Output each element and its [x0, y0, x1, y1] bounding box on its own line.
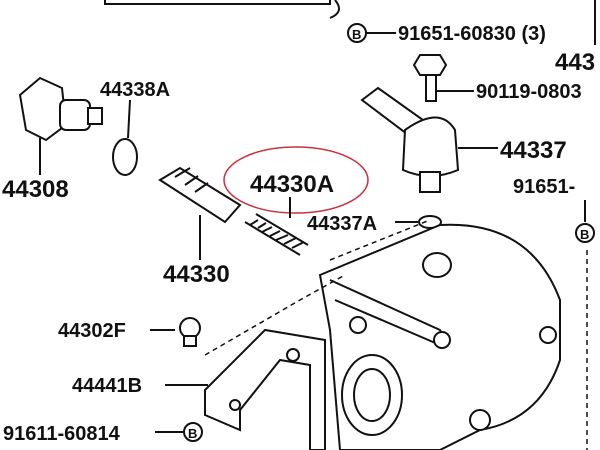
label-44330: 44330: [163, 261, 230, 288]
label-90119-0803: 90119-0803: [476, 81, 582, 103]
label-44337: 44337: [500, 137, 567, 164]
label-91651: 91651-: [513, 176, 575, 198]
small-o-ring-icon: [418, 215, 442, 229]
label-44441b: 44441B: [72, 375, 142, 397]
label-44338a: 44338A: [100, 79, 170, 101]
label-91651-60830: 91651-60830 (3): [398, 23, 546, 45]
union-fitting-icon: [360, 86, 460, 193]
label-44308: 44308: [2, 176, 69, 203]
plug-small-icon: [179, 317, 201, 347]
pump-body-icon: [318, 223, 561, 450]
bracket-icon: [204, 328, 326, 450]
dashed-leader: [204, 274, 346, 356]
bolt-icon: [412, 54, 448, 102]
svg-text:B: B: [580, 227, 589, 242]
label-44330a: 44330A: [250, 171, 334, 198]
label-91611-60814: 91611-60814: [3, 423, 121, 445]
label-44337a: 44337A: [307, 213, 377, 235]
frame-edge: [104, 0, 331, 5]
plug-icon: [18, 76, 103, 142]
valve-icon: [158, 166, 242, 224]
o-ring-icon: [112, 138, 138, 176]
b-marker-icon: B: [575, 223, 595, 243]
svg-text:B: B: [352, 27, 361, 42]
label-44302f: 44302F: [58, 320, 126, 342]
b-marker-icon: B: [347, 23, 367, 43]
b-marker-icon: B: [183, 422, 203, 442]
part-fragment-top: [329, 0, 340, 19]
label-443: 443: [555, 49, 595, 76]
highlight-circle: [223, 146, 369, 214]
svg-text:B: B: [188, 426, 197, 441]
spring-icon: [244, 213, 309, 256]
